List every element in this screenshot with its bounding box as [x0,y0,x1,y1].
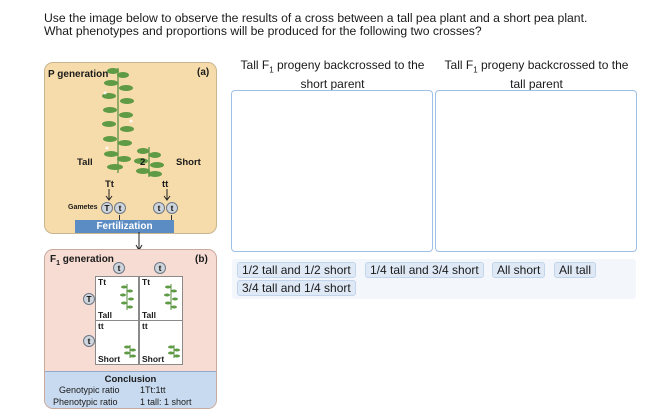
connector-line [171,215,172,220]
answer-chip-all-tall[interactable]: All tall [554,262,597,278]
tall-genotype: Tt [105,179,114,190]
target-header-tall-parent: Tall F1 progeny backcrossed to the tall … [434,58,639,91]
allele-circle: T [83,293,95,305]
f1-generation-title: F1 generation [50,254,114,267]
f1-title-main: F [50,254,57,265]
cell-genotype: Tt [142,277,151,287]
target-header-subscript: 1 [473,65,478,75]
cell-genotype: Tt [98,277,107,287]
tall-label: Tall [77,157,93,168]
answer-chip-three-quarter-tall-quarter-short[interactable]: 3/4 tall and 1/4 short [237,280,356,296]
f1-generation-panel: F1 generation (b) t t T t Tt Tall Tt Tal… [44,249,217,409]
short-plant-illustration [134,147,164,177]
genotypic-ratio-label: Genotypic ratio [59,385,120,395]
genotypic-ratio-value: 1Tt:1tt [140,385,166,395]
punnett-cell: Tt Tall [139,276,183,321]
answer-chip-quarter-tall-three-quarter-short[interactable]: 1/4 tall and 3/4 short [365,262,484,278]
f1-title-subscript: 1 [56,260,61,267]
target-header-text: Tall F [240,58,270,72]
answer-bank: 1/2 tall and 1/2 short 1/4 tall and 3/4 … [232,259,636,299]
cell-phenotype: Tall [142,310,157,320]
gametes-label: Gametes [68,204,98,211]
cell-phenotype: Short [142,354,165,364]
target-header-line-1: Tall F1 progeny backcrossed to the [230,58,435,77]
cell-phenotype: Short [98,354,121,364]
answer-chip-all-short[interactable]: All short [492,262,546,278]
tall-plant-icon [164,284,178,310]
short-plant-icon [168,345,180,358]
cell-genotype: tt [142,321,148,331]
phenotypic-ratio-label: Phenotypic ratio [53,397,118,407]
target-header-subscript: 1 [269,65,274,75]
panel-b-tag: (b) [195,254,208,265]
punnett-cell: Tt Tall [95,276,139,321]
punnett-cell: tt Short [139,320,183,365]
tall-plant-illustration [102,68,134,173]
panel-a-tag: (a) [197,67,210,78]
answer-chip-half-tall-half-short[interactable]: 1/2 tall and 1/2 short [237,262,356,278]
question-line-2: What phenotypes and proportions will be … [44,24,482,38]
fertilization-banner: Fertilization [75,220,174,233]
target-header-line-2: short parent [300,77,365,92]
connector-line [119,215,120,220]
target-header-text: progeny backcrossed to the [477,58,629,72]
gamete-arrows [105,189,171,201]
allele-circle: t [113,262,125,274]
question-line-1: Use the image below to observe the resul… [44,11,588,25]
short-label: Short [176,157,201,168]
cell-genotype: tt [98,321,104,331]
p-generation-panel: P generation (a) Tall 2 Short Tt tt [44,62,217,234]
short-genotype: tt [162,179,169,190]
phenotypic-ratio-value: 1 tall: 1 short [140,397,192,407]
gamete-circle: T [101,202,113,214]
gamete-circle: t [166,202,178,214]
gamete-circle: t [153,202,165,214]
target-header-text: Tall F [444,58,474,72]
cell-phenotype: Tall [98,310,113,320]
gamete-circle: t [114,202,126,214]
target-header-line-2: tall parent [510,77,563,92]
conclusion-title: Conclusion [104,374,157,385]
conclusion-box: Conclusion Genotypic ratio 1Tt:1tt Pheno… [45,371,216,408]
tall-plant-icon [120,284,134,310]
allele-circle: t [83,335,95,347]
target-header-line-1: Tall F1 progeny backcrossed to the [434,58,639,77]
punnett-cell: tt Short [95,320,139,365]
p-generation-title: P generation [48,69,109,80]
punnett-square: Tt Tall Tt Tall tt Short tt [95,276,185,368]
f1-title-rest: generation [60,254,114,265]
question-text: Use the image below to observe the resul… [44,12,654,38]
short-plant-icon [124,345,136,358]
drop-zone-tall-parent[interactable] [435,90,637,252]
target-header-short-parent: Tall F1 progeny backcrossed to the short… [230,58,435,91]
drop-zone-short-parent[interactable] [231,90,433,252]
target-header-text: progeny backcrossed to the [273,58,425,72]
allele-circle: t [154,262,166,274]
cross-symbol: 2 [140,157,146,168]
